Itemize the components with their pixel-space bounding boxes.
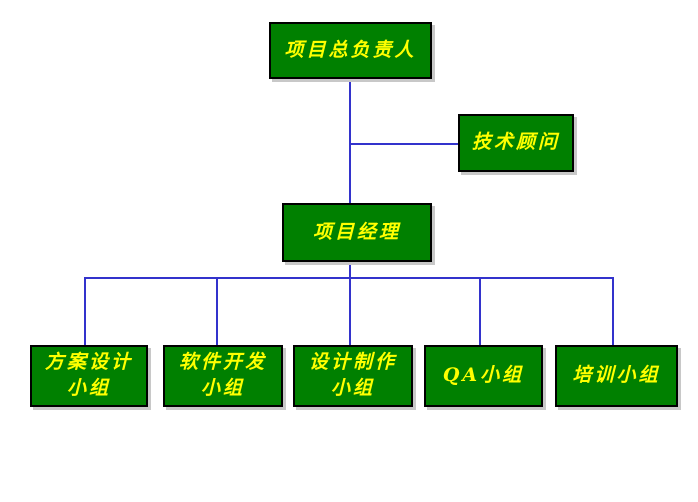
node-label: 技术顾问 <box>471 131 560 154</box>
node-label: 项目总负责人 <box>284 38 417 61</box>
node-technical-advisor: 技术顾问 <box>458 114 574 172</box>
node-team-training: 培训小组 <box>555 345 678 407</box>
node-label: 方案设计 小组 <box>44 351 133 399</box>
connector-bus-to-team-3 <box>479 277 481 345</box>
node-label: 设计制作 小组 <box>308 351 397 399</box>
node-team-design-production: 设计制作 小组 <box>293 345 413 407</box>
connector-bus-to-team-1 <box>216 277 218 345</box>
node-label: QA小组 <box>442 364 525 387</box>
node-label: 软件开发 小组 <box>178 351 267 399</box>
connector-bus-to-team-2 <box>349 277 351 345</box>
node-team-qa: QA小组 <box>424 345 543 407</box>
node-project-general-leader: 项目总负责人 <box>269 22 432 79</box>
node-project-manager: 项目经理 <box>282 203 432 262</box>
connector-manager-to-bus <box>349 262 351 279</box>
node-label: 项目经理 <box>312 220 401 243</box>
connector-trunk-to-advisor <box>349 143 458 145</box>
node-team-solution-design: 方案设计 小组 <box>30 345 148 407</box>
connector-bus-to-team-4 <box>612 277 614 345</box>
connector-bus-to-team-0 <box>84 277 86 345</box>
node-team-software-development: 软件开发 小组 <box>163 345 283 407</box>
connector-root-to-manager <box>349 79 351 203</box>
node-label: 培训小组 <box>572 364 661 387</box>
